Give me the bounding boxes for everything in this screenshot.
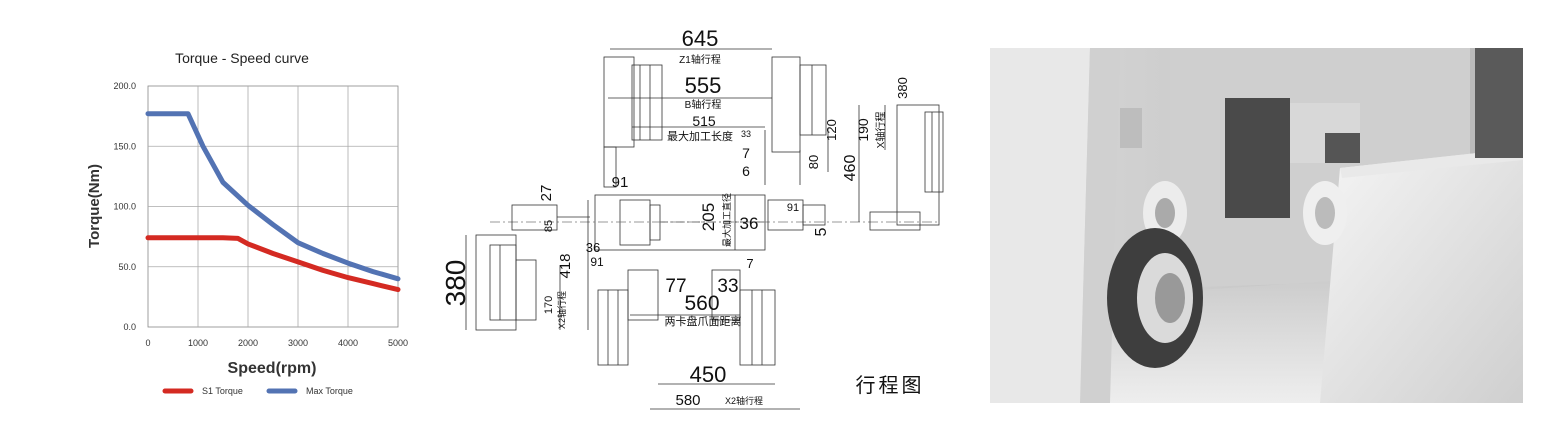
chart-legend: S1 Torque Max Torque <box>162 386 353 396</box>
dim-460: 460 <box>842 155 859 182</box>
dim-645: 645 <box>682 26 719 51</box>
label-chuck-distance: 两卡盘爪面距离 <box>665 314 742 328</box>
dim-33-bottom: 33 <box>717 276 738 297</box>
machine-interior-image <box>990 48 1523 403</box>
x-tick-label: 4000 <box>338 338 358 348</box>
chart-svg: Torque - Speed curve 0 1000 2000 3000 4000 50… <box>86 50 408 396</box>
chart-title: Torque - Speed curve <box>175 50 309 66</box>
label-b: B轴行程 <box>685 98 722 111</box>
dim-91-right: 91 <box>787 202 799 214</box>
dim-418: 418 <box>557 253 574 278</box>
dim-560: 560 <box>684 292 719 315</box>
dim-91-top: 91 <box>612 174 629 191</box>
dim-555: 555 <box>685 73 722 98</box>
travel-diagram-svg: 645 Z1轴行程 555 B轴行程 515 33 最大加工长度 380 X轴行… <box>440 26 944 410</box>
dim-205: 205 <box>699 203 718 231</box>
dim-450: 450 <box>690 362 727 387</box>
label-max-diameter: 最大加工直径 <box>721 193 732 247</box>
dim-27: 27 <box>538 185 555 202</box>
y-tick-label: 100.0 <box>113 202 136 212</box>
x-tick-label: 5000 <box>388 338 408 348</box>
dim-80: 80 <box>806 155 821 169</box>
dim-77: 77 <box>665 276 686 297</box>
diagram-labels: 645 Z1轴行程 555 B轴行程 515 33 最大加工长度 380 X轴行… <box>440 26 925 409</box>
torque-speed-chart: Torque - Speed curve 0 1000 2000 3000 4000 50… <box>0 0 430 440</box>
dim-380-right: 380 <box>895 77 910 99</box>
series-line-s1-torque <box>145 235 401 293</box>
machine-render-svg <box>990 48 1523 403</box>
chart-series <box>145 111 401 293</box>
label-x-axis: X轴行程 <box>874 112 887 149</box>
label-max-length: 最大加工长度 <box>667 129 733 143</box>
x-tick-label: 1000 <box>188 338 208 348</box>
dim-7-top: 7 <box>742 145 750 161</box>
chart-grid <box>147 85 399 328</box>
y-tick-label: 150.0 <box>113 141 136 151</box>
dim-380-left: 380 <box>440 260 471 307</box>
dim-515: 515 <box>692 113 716 129</box>
dim-170: 170 <box>543 296 555 314</box>
diagram-linework <box>465 48 944 410</box>
travel-diagram: 645 Z1轴行程 555 B轴行程 515 33 最大加工长度 380 X轴行… <box>430 0 990 440</box>
y-tick-label: 0.0 <box>123 322 136 332</box>
dim-91-bottom: 91 <box>590 255 604 269</box>
dim-190: 190 <box>855 118 871 142</box>
y-tick-label: 200.0 <box>113 81 136 91</box>
y-axis-label: Torque(Nm) <box>86 164 103 248</box>
x-tick-label: 3000 <box>288 338 308 348</box>
label-x2-bottom: X2轴行程 <box>725 395 763 406</box>
dim-36-mid: 36 <box>740 214 759 233</box>
dim-85: 85 <box>543 220 555 232</box>
label-z1: Z1轴行程 <box>679 53 721 66</box>
dim-33-top: 33 <box>741 129 751 139</box>
label-x2-left: X2轴行程 <box>556 291 567 329</box>
dim-7-bottom: 7 <box>746 256 753 271</box>
x-tick-label: 2000 <box>238 338 258 348</box>
dim-6: 6 <box>742 163 750 179</box>
x-axis-label: Speed(rpm) <box>228 360 317 377</box>
dim-36-left: 36 <box>586 240 600 255</box>
dim-580: 580 <box>675 392 700 409</box>
chart-axes: 0 1000 2000 3000 4000 5000 0.0 50.0 100.0 150.0 20… <box>113 81 408 348</box>
dim-5: 5 <box>813 227 830 236</box>
diagram-caption: 行程图 <box>856 374 925 397</box>
legend-label: Max Torque <box>306 386 353 396</box>
series-line-max-torque <box>145 111 401 282</box>
legend-label: S1 Torque <box>202 386 243 396</box>
y-tick-label: 50.0 <box>118 262 136 272</box>
x-tick-label: 0 <box>145 338 150 348</box>
dim-120: 120 <box>824 119 839 141</box>
